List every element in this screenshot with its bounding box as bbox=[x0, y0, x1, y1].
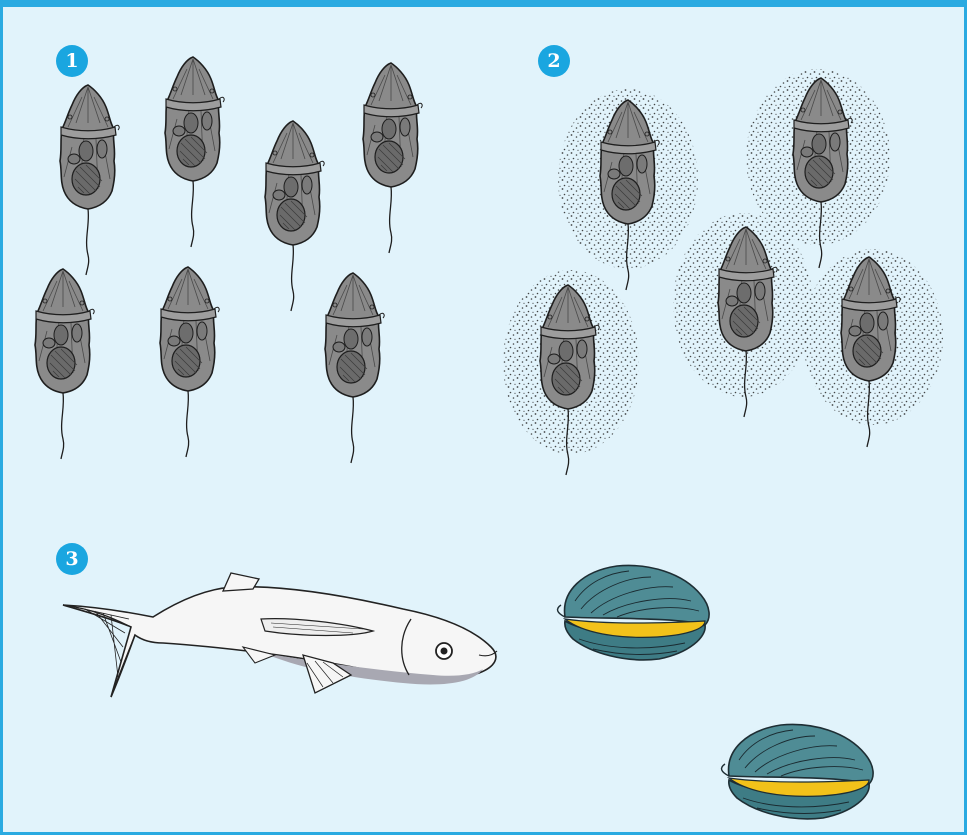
dinoflagellate-icon bbox=[60, 85, 119, 275]
panel-number-badge: 3 bbox=[56, 543, 88, 575]
clam-icon bbox=[558, 565, 710, 659]
dinoflagellate-icon bbox=[265, 121, 324, 311]
clam-icon bbox=[722, 724, 874, 818]
dinoflagellate-icon bbox=[35, 269, 94, 459]
panel-number-badge: 2 bbox=[538, 45, 570, 77]
panel-number-badge: 1 bbox=[56, 45, 88, 77]
dinoflagellate-icon bbox=[325, 273, 384, 463]
dinoflagellate-icon bbox=[363, 63, 422, 253]
dinoflagellate-icon bbox=[160, 267, 219, 457]
dinoflagellate-icon bbox=[165, 57, 224, 247]
illustration-canvas bbox=[3, 7, 964, 832]
fish-icon bbox=[63, 573, 497, 697]
